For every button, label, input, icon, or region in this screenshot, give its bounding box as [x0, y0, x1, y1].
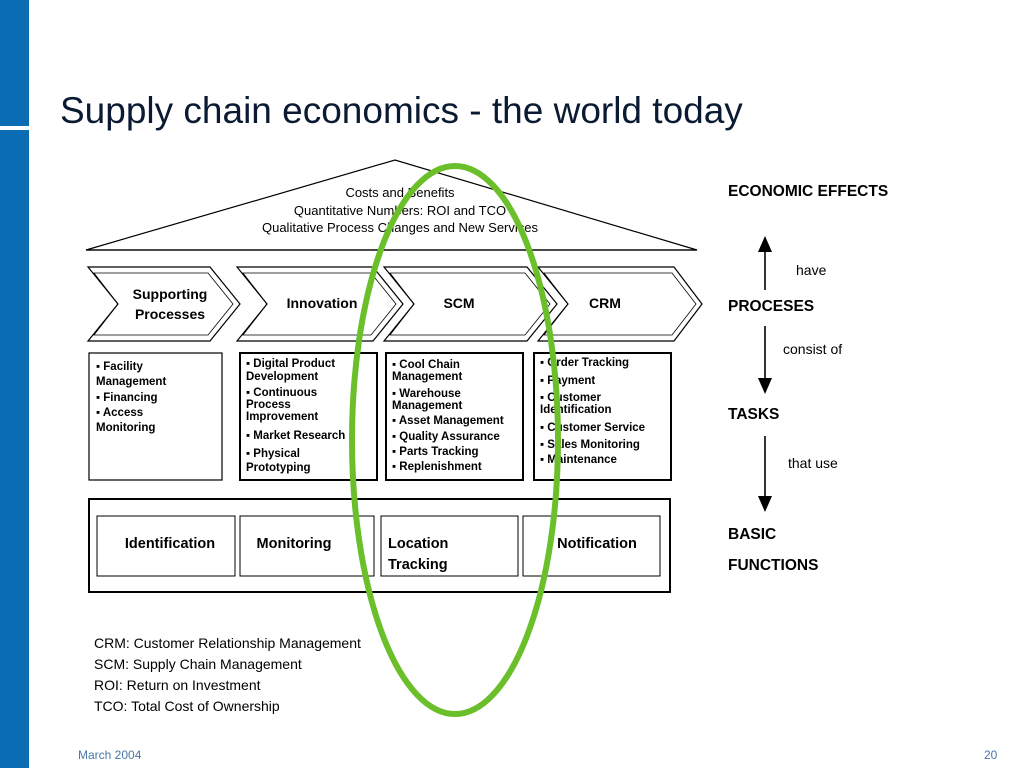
- function-monitoring: Monitoring: [257, 536, 332, 552]
- economic-effects-label: ECONOMIC EFFECTS: [728, 183, 888, 200]
- task-item: ▪ Replenishment: [392, 461, 482, 473]
- legend-item: CRM: Customer Relationship Management: [94, 635, 361, 651]
- highlight-ellipse: [349, 163, 561, 717]
- process-label: Innovation: [287, 295, 358, 311]
- task-item: ▪ Parts Tracking: [392, 446, 479, 458]
- task-item: Development: [246, 371, 318, 383]
- roof-line-1: Costs and Benefits: [345, 185, 455, 200]
- functions-label: FUNCTIONS: [728, 557, 818, 574]
- abbreviation-legend: CRM: Customer Relationship Management SC…: [94, 633, 361, 717]
- function-notification: Notification: [557, 536, 637, 552]
- legend-item: SCM: Supply Chain Management: [94, 656, 302, 672]
- processes-label: PROCESES: [728, 298, 814, 315]
- task-item: ▪ Access: [96, 407, 143, 419]
- function-tracking: Tracking: [388, 557, 448, 573]
- process-chevron-innovation: Innovation: [235, 266, 404, 342]
- that-use-label: that use: [788, 455, 838, 471]
- consist-of-label: consist of: [783, 341, 842, 357]
- task-item: Identification: [540, 404, 612, 416]
- side-accent-notch: [0, 126, 29, 130]
- task-item: Monitoring: [96, 422, 155, 434]
- task-item: ▪ Cool Chain: [392, 359, 460, 371]
- basic-functions-panel: Identification Monitoring Location Track…: [88, 498, 671, 593]
- process-label: Supporting: [133, 286, 208, 302]
- task-item: ▪ Facility: [96, 361, 144, 373]
- function-identification: Identification: [125, 536, 215, 552]
- task-box-scm: ▪ Cool Chain Management ▪ Warehouse Mana…: [385, 352, 524, 481]
- task-item: Management: [392, 371, 462, 383]
- footer-date: March 2004: [78, 748, 142, 762]
- process-chevron-supporting: Supporting Processes: [86, 266, 241, 342]
- arrow-down-head-2: [758, 496, 772, 512]
- slide-title: Supply chain economics - the world today: [60, 90, 743, 131]
- task-item: Management: [392, 400, 462, 412]
- process-label: SCM: [443, 295, 474, 311]
- function-location: Location: [388, 536, 448, 552]
- task-item: Process: [246, 399, 291, 411]
- arrow-down-head-1: [758, 378, 772, 394]
- task-item: ▪ Sales Monitoring: [540, 439, 640, 451]
- task-item: ▪ Maintenance: [540, 454, 617, 466]
- arrow-up-head: [758, 236, 772, 252]
- task-item: Prototyping: [246, 462, 311, 474]
- task-item: ▪ Customer: [540, 392, 601, 404]
- task-item: ▪ Quality Assurance: [392, 431, 500, 443]
- have-label: have: [796, 262, 827, 278]
- process-label: Processes: [135, 306, 205, 322]
- task-item: ▪ Market Research: [246, 430, 345, 442]
- basic-label: BASIC: [728, 526, 776, 543]
- task-item: ▪ Continuous: [246, 387, 317, 399]
- process-label: CRM: [589, 295, 621, 311]
- roof-line-3: Qualitative Process Changes and New Serv…: [262, 220, 539, 235]
- task-item: ▪ Digital Product: [246, 358, 335, 370]
- task-item: ▪ Financing: [96, 392, 158, 404]
- task-item: ▪ Warehouse: [392, 388, 461, 400]
- process-chevron-crm: CRM: [536, 266, 703, 342]
- task-item: ▪ Customer Service: [540, 422, 645, 434]
- task-item: ▪ Physical: [246, 448, 300, 460]
- task-item: Improvement: [246, 411, 318, 423]
- page-number: 20: [984, 748, 998, 762]
- task-item: ▪ Payment: [540, 375, 595, 387]
- legend-item: TCO: Total Cost of Ownership: [94, 698, 280, 714]
- task-box-supporting: ▪ Facility Management ▪ Financing ▪ Acce…: [88, 352, 223, 481]
- task-item: Management: [96, 376, 166, 388]
- legend-item: ROI: Return on Investment: [94, 677, 261, 693]
- task-item: ▪ Order Tracking: [540, 357, 629, 369]
- task-item: ▪ Asset Management: [392, 415, 504, 427]
- process-chevron-scm: SCM: [382, 266, 558, 342]
- tasks-label: TASKS: [728, 406, 779, 423]
